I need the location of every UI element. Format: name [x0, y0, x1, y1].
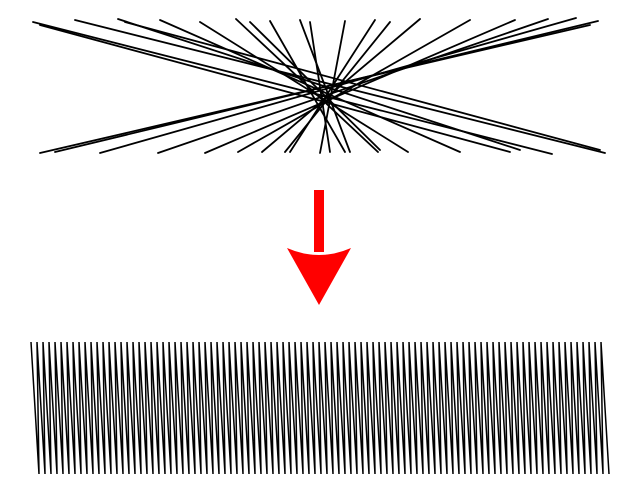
arrow-shaft — [314, 190, 324, 252]
arrow-down-icon — [287, 190, 351, 305]
crossing-line — [39, 24, 591, 154]
crossing-line — [289, 19, 376, 153]
crossing-lines-figure — [32, 17, 606, 155]
crossing-line — [159, 19, 461, 153]
crossing-line — [249, 21, 381, 151]
crossing-line — [269, 20, 346, 153]
crossing-line — [124, 21, 601, 151]
crossing-line — [309, 21, 331, 153]
crossing-line — [204, 19, 516, 154]
crossing-line — [157, 18, 549, 154]
crossing-line — [39, 24, 511, 153]
crossing-line — [284, 21, 391, 153]
zigzag-line — [30, 341, 610, 475]
arrow-head — [287, 248, 351, 305]
crossing-line — [199, 21, 409, 153]
zigzag-lines-figure — [30, 341, 610, 475]
